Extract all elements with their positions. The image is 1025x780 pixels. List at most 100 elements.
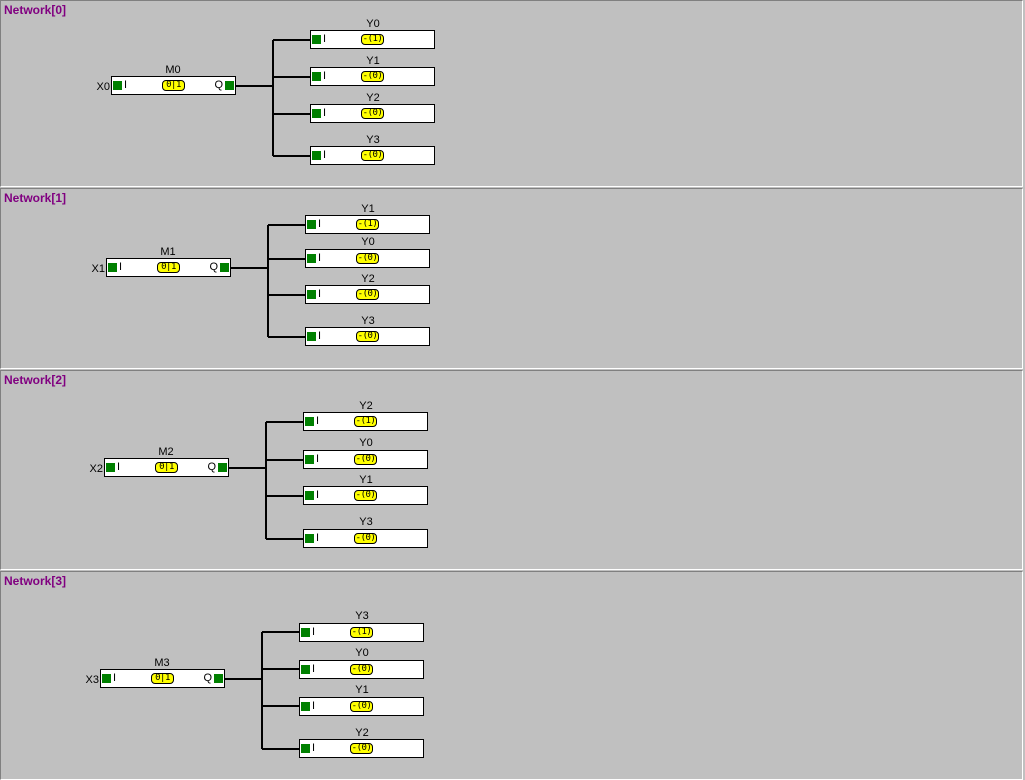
block-name: M0 [165, 64, 181, 76]
output-pin[interactable] [218, 463, 227, 472]
pin-label-i: I [119, 261, 123, 273]
output-pin[interactable] [225, 81, 234, 90]
input-pin[interactable] [113, 81, 122, 90]
block-name: M1 [160, 246, 176, 258]
coil-name: Y0 [355, 647, 369, 659]
coil-name: Y1 [366, 55, 380, 67]
coil-function-icon: -(1) [361, 34, 384, 45]
coil-block[interactable]: I -(0) [299, 697, 424, 716]
input-pin[interactable] [301, 665, 310, 674]
pin-label-i: I [323, 107, 327, 119]
coil-name: Y2 [361, 273, 375, 285]
pin-label-i: I [312, 700, 316, 712]
coil-name: Y0 [366, 18, 380, 30]
coil-name: Y3 [355, 610, 369, 622]
input-pin[interactable] [301, 744, 310, 753]
pin-label-i: I [323, 70, 327, 82]
coil-function-icon: -(0) [354, 490, 377, 501]
coil-block[interactable]: I -(0) [305, 285, 430, 304]
sr-function-block[interactable]: I 0|1 Q [106, 258, 231, 277]
input-pin[interactable] [312, 35, 321, 44]
input-pin[interactable] [307, 332, 316, 341]
coil-name: Y1 [355, 684, 369, 696]
coil-function-icon: -(0) [356, 289, 379, 300]
input-pin[interactable] [305, 455, 314, 464]
coil-function-icon: -(0) [356, 253, 379, 264]
network-panel: Network[3] X3 M3 I 0|1 Q Y3 I -(1) Y0 I … [0, 571, 1023, 780]
coil-name: Y2 [359, 400, 373, 412]
edge-function-icon: 0|1 [162, 80, 185, 91]
coil-block[interactable]: I -(0) [303, 486, 428, 505]
coil-function-icon: -(0) [350, 664, 373, 675]
coil-name: Y1 [359, 474, 373, 486]
pin-label-i: I [318, 218, 322, 230]
network-wires [231, 224, 306, 338]
pin-label-i: I [316, 415, 320, 427]
input-pin[interactable] [312, 72, 321, 81]
input-pin[interactable] [312, 151, 321, 160]
input-label: X2 [89, 463, 103, 475]
coil-function-icon: -(0) [350, 701, 373, 712]
coil-block[interactable]: I -(0) [299, 660, 424, 679]
network-title: Network[1] [4, 191, 67, 205]
coil-name: Y2 [366, 92, 380, 104]
block-name: M2 [158, 446, 174, 458]
coil-name: Y1 [361, 203, 375, 215]
input-pin[interactable] [305, 491, 314, 500]
coil-block[interactable]: I -(1) [303, 412, 428, 431]
pin-label-i: I [312, 663, 316, 675]
sr-function-block[interactable]: I 0|1 Q [100, 669, 225, 688]
coil-function-icon: -(0) [361, 150, 384, 161]
input-pin[interactable] [307, 290, 316, 299]
coil-block[interactable]: I -(0) [310, 104, 435, 123]
pin-label-i: I [323, 33, 327, 45]
coil-function-icon: -(0) [361, 108, 384, 119]
coil-block[interactable]: I -(0) [310, 146, 435, 165]
pin-label-i: I [316, 453, 320, 465]
input-pin[interactable] [108, 263, 117, 272]
coil-name: Y0 [361, 236, 375, 248]
coil-function-icon: -(0) [354, 533, 377, 544]
input-pin[interactable] [102, 674, 111, 683]
pin-label-i: I [318, 330, 322, 342]
coil-block[interactable]: I -(1) [299, 623, 424, 642]
coil-block[interactable]: I -(1) [305, 215, 430, 234]
pin-label-i: I [318, 288, 322, 300]
coil-block[interactable]: I -(0) [303, 450, 428, 469]
network-wires [229, 421, 304, 540]
input-pin[interactable] [312, 109, 321, 118]
output-pin[interactable] [220, 263, 229, 272]
output-pin[interactable] [214, 674, 223, 683]
input-pin[interactable] [307, 254, 316, 263]
pin-label-i: I [316, 489, 320, 501]
coil-block[interactable]: I -(0) [303, 529, 428, 548]
pin-label-q: Q [209, 261, 218, 273]
coil-block[interactable]: I -(0) [305, 327, 430, 346]
coil-function-icon: -(0) [350, 743, 373, 754]
pin-label-i: I [117, 461, 121, 473]
coil-block[interactable]: I -(0) [299, 739, 424, 758]
coil-name: Y0 [359, 437, 373, 449]
input-pin[interactable] [301, 702, 310, 711]
edge-function-icon: 0|1 [151, 673, 174, 684]
input-pin[interactable] [106, 463, 115, 472]
coil-block[interactable]: I -(1) [310, 30, 435, 49]
coil-name: Y3 [366, 134, 380, 146]
sr-function-block[interactable]: I 0|1 Q [111, 76, 236, 95]
input-pin[interactable] [305, 534, 314, 543]
coil-function-icon: -(0) [356, 331, 379, 342]
edge-function-icon: 0|1 [157, 262, 180, 273]
pin-label-i: I [312, 626, 316, 638]
coil-block[interactable]: I -(0) [305, 249, 430, 268]
coil-block[interactable]: I -(0) [310, 67, 435, 86]
network-panel: Network[0] X0 M0 I 0|1 Q Y0 I -(1) Y1 I … [0, 0, 1023, 187]
input-pin[interactable] [301, 628, 310, 637]
network-title: Network[0] [4, 3, 67, 17]
sr-function-block[interactable]: I 0|1 Q [104, 458, 229, 477]
pin-label-q: Q [203, 672, 212, 684]
network-wires [225, 631, 300, 750]
pin-label-i: I [323, 149, 327, 161]
input-pin[interactable] [307, 220, 316, 229]
network-wires [236, 39, 311, 157]
input-pin[interactable] [305, 417, 314, 426]
